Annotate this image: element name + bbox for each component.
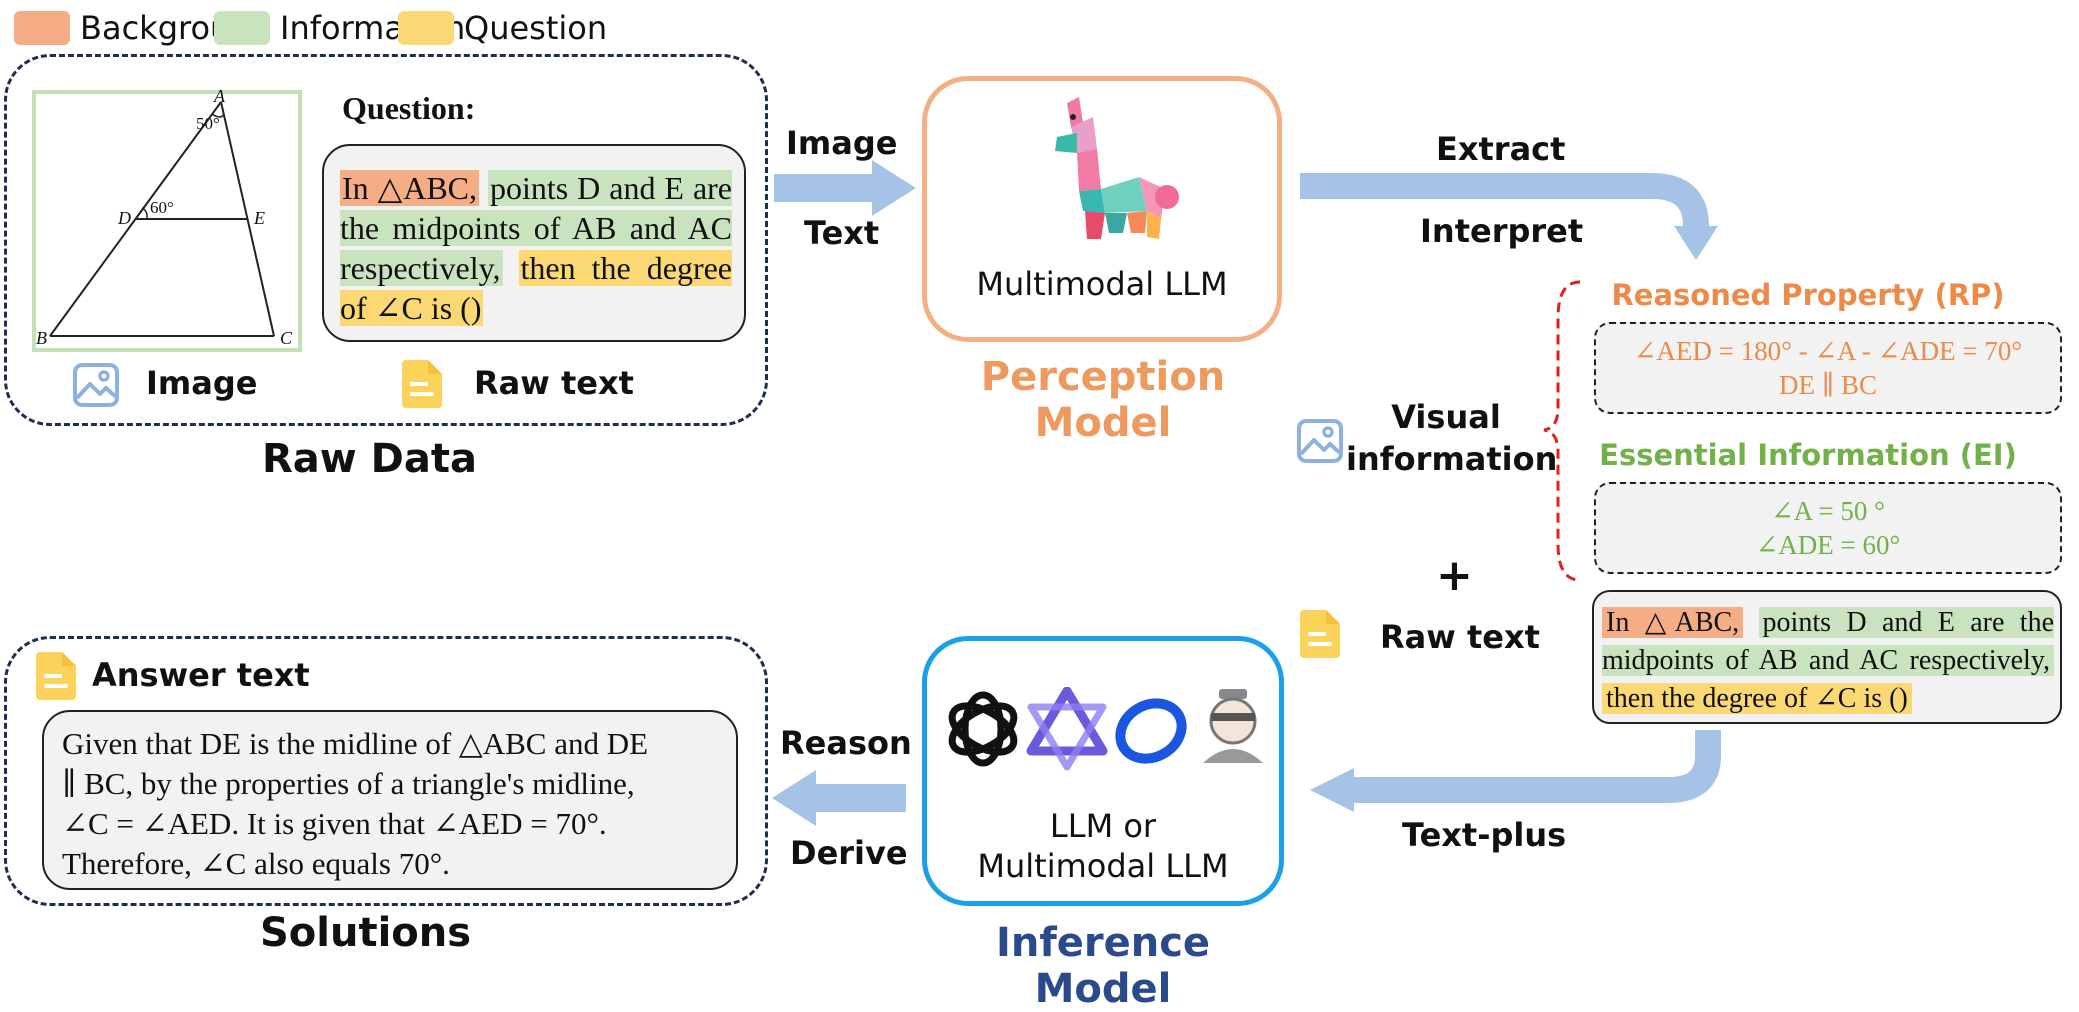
visual-info-image-icon: [1297, 419, 1343, 463]
arrow-extract-interpret: [1300, 173, 1718, 260]
legend-swatch-background: [14, 11, 70, 45]
image-icon: [73, 363, 119, 407]
combined-question-part: then the degree of ∠C is (): [1602, 683, 1912, 714]
angle-d-label: 60°: [150, 198, 174, 217]
solutions-container: [4, 636, 768, 906]
perception-caption: Multimodal LLM: [976, 265, 1228, 303]
answer-line-3: ∠C = ∠AED. It is given that ∠AED = 70°.: [62, 806, 607, 841]
arrow-label-interpret: Interpret: [1420, 212, 1584, 250]
rp-line-1: ∠AED = 180° - ∠A - ∠ADE = 70°: [1633, 336, 2023, 366]
ei-title: Essential Information (EI): [1599, 438, 2017, 472]
raw-text-icon-2: [1300, 610, 1340, 658]
ei-line-2: ∠ADE = 60°: [1755, 530, 1901, 560]
arrow-to-perception: [774, 160, 916, 216]
openai-icon: [948, 691, 1018, 767]
answer-text-icon: [36, 652, 76, 700]
vertex-a-label: A: [214, 86, 225, 106]
character-model-icon: [1203, 689, 1263, 763]
ring-model-icon: [1115, 698, 1187, 764]
raw-data-title: Raw Data: [262, 436, 477, 482]
question-background-part: In △ABC,: [340, 170, 479, 206]
raw-text-icon: [402, 360, 442, 408]
rp-box: ∠AED = 180° - ∠A - ∠ADE = 70° DE ∥ BC: [1594, 322, 2062, 414]
question-text: In △ABC, points D and E are the midpoint…: [340, 168, 733, 328]
rp-title: Reasoned Property (RP): [1611, 278, 2005, 312]
arrow-label-derive: Derive: [790, 834, 908, 872]
combined-text-box: In △ABC, points D and E are the midpoint…: [1592, 590, 2062, 724]
legend-swatch-question: [398, 11, 454, 45]
triangle-diagram: [49, 101, 275, 337]
perception-model-box: Multimodal LLM: [922, 76, 1282, 342]
image-label: Image: [146, 364, 258, 402]
qwen-icon: [1026, 687, 1108, 771]
vertex-b-label: B: [36, 328, 47, 348]
perception-model-title: Perception Model: [980, 354, 1226, 446]
inference-model-title: Inference Model: [995, 920, 1211, 1012]
legend: Background Information Question: [14, 8, 754, 48]
llama-icon: [1055, 97, 1179, 239]
rp-line-2: DE ∥ BC: [1779, 370, 1877, 400]
plus-sign: +: [1436, 550, 1473, 601]
legend-swatch-information: [214, 11, 270, 45]
answer-line-1: Given that DE is the midline of △ABC and…: [62, 726, 649, 761]
inference-model-box: LLM or Multimodal LLM: [922, 636, 1284, 906]
arrow-label-image: Image: [786, 124, 898, 162]
combined-text: In △ABC, points D and E are the midpoint…: [1602, 604, 2054, 718]
arrow-label-text-plus: Text-plus: [1402, 816, 1567, 854]
inference-caption-2: Multimodal LLM: [977, 847, 1229, 885]
answer-text: Given that DE is the midline of △ABC and…: [62, 724, 724, 884]
raw-text-label-2: Raw text: [1380, 618, 1540, 656]
visual-info-brace: [1543, 280, 1581, 582]
arrow-text-plus: [1310, 730, 1721, 812]
answer-text-box: Given that DE is the midline of △ABC and…: [42, 710, 738, 890]
visual-info-label-2: information: [1346, 440, 1558, 478]
raw-data-container: [4, 54, 768, 426]
vertex-c-label: C: [280, 328, 293, 348]
arrow-label-text: Text: [804, 214, 880, 252]
ei-box: ∠A = 50 ° ∠ADE = 60°: [1594, 482, 2062, 574]
raw-text-label: Raw text: [474, 364, 634, 402]
question-text-box: In △ABC, points D and E are the midpoint…: [322, 144, 746, 342]
geometry-figure: A 50° D 60° E B C: [32, 86, 302, 352]
inference-caption-1: LLM or: [1049, 807, 1157, 845]
vertex-d-label: D: [118, 208, 131, 228]
answer-line-2: ∥ BC, by the properties of a triangle's …: [62, 766, 635, 801]
answer-line-4: Therefore, ∠C also equals 70°.: [62, 846, 450, 881]
ei-line-1: ∠A = 50 °: [1771, 496, 1885, 526]
visual-info-label-1: Visual: [1391, 398, 1501, 436]
arrow-label-reason: Reason: [780, 724, 912, 762]
angle-a-label: 50°: [196, 114, 220, 133]
answer-text-label: Answer text: [92, 656, 310, 694]
legend-label-question: Question: [464, 9, 608, 47]
vertex-e-label: E: [254, 208, 265, 228]
question-label: Question:: [342, 90, 476, 126]
solutions-title: Solutions: [260, 910, 472, 956]
combined-background-part: In △ABC,: [1602, 607, 1744, 638]
arrow-to-solutions: [772, 770, 906, 826]
arrow-label-extract: Extract: [1436, 130, 1566, 168]
